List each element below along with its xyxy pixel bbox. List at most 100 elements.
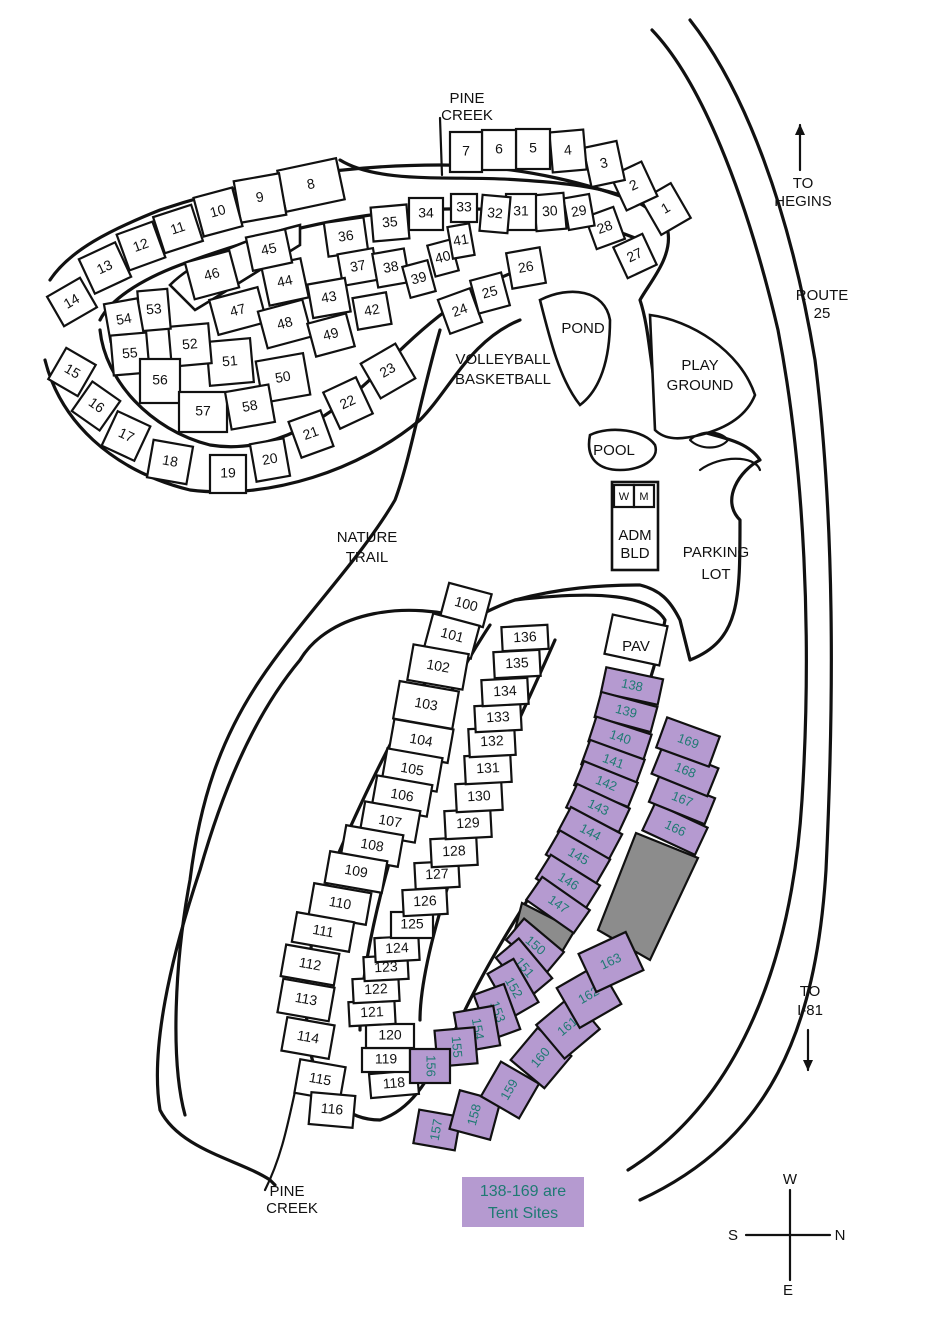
- campsite-147[interactable]: 147: [524, 875, 592, 935]
- campsite-169[interactable]: 169: [654, 715, 722, 769]
- campsite-129[interactable]: 129: [443, 807, 493, 841]
- campsite-24[interactable]: 24: [436, 286, 484, 336]
- campsite-15[interactable]: 15: [46, 346, 98, 398]
- campsite-8[interactable]: 8: [275, 156, 347, 214]
- campsite-number: 156: [424, 1055, 439, 1077]
- campsite-58[interactable]: 58: [223, 383, 277, 431]
- campsite-111[interactable]: 111: [290, 910, 356, 954]
- campsite-10[interactable]: 10: [192, 186, 244, 238]
- campsite-43[interactable]: 43: [306, 276, 352, 320]
- campsite-130[interactable]: 130: [454, 780, 504, 814]
- campsite-29[interactable]: 29: [562, 192, 596, 232]
- campsite-113[interactable]: 113: [276, 977, 336, 1023]
- campsite-12[interactable]: 12: [115, 220, 167, 272]
- campsite-134[interactable]: 134: [480, 676, 530, 708]
- campsite-number: 110: [328, 893, 353, 913]
- campsite-128[interactable]: 128: [429, 835, 479, 869]
- campsite-47[interactable]: 47: [207, 285, 269, 337]
- campsite-41[interactable]: 41: [446, 222, 476, 260]
- label-play-2: GROUND: [667, 377, 734, 394]
- campsite-136[interactable]: 136: [500, 623, 550, 653]
- campsite-36[interactable]: 36: [322, 216, 370, 258]
- campsite-163[interactable]: 163: [577, 930, 645, 994]
- campsite-number: 8: [305, 175, 316, 192]
- campsite-19[interactable]: 19: [208, 453, 248, 495]
- campsite-146[interactable]: 146: [534, 853, 602, 911]
- campsite-13[interactable]: 13: [77, 240, 133, 296]
- campsite-22[interactable]: 22: [321, 375, 375, 431]
- campsite-52[interactable]: 52: [167, 322, 213, 368]
- campsite-101[interactable]: 101: [423, 612, 481, 660]
- campsite-116[interactable]: 116: [307, 1090, 357, 1130]
- campsite-25[interactable]: 25: [468, 271, 512, 315]
- campsite-7[interactable]: 7: [448, 130, 484, 174]
- campsite-17[interactable]: 17: [100, 409, 152, 463]
- campsite-132[interactable]: 132: [467, 725, 517, 759]
- campsite-103[interactable]: 103: [391, 679, 461, 731]
- campsite-51[interactable]: 51: [204, 336, 256, 388]
- campsite-56[interactable]: 56: [138, 357, 182, 405]
- campsite-126[interactable]: 126: [401, 886, 449, 918]
- campsite-120[interactable]: 120: [364, 1022, 416, 1050]
- campsite-118[interactable]: 118: [367, 1068, 421, 1100]
- campsite-number: 125: [400, 916, 424, 932]
- campsite-57[interactable]: 57: [177, 390, 229, 434]
- pavilion: [603, 613, 669, 667]
- campsite-20[interactable]: 20: [248, 437, 292, 483]
- campsite-140[interactable]: 140: [587, 715, 653, 761]
- campsite-33[interactable]: 33: [449, 192, 479, 224]
- campsite-156[interactable]: 156: [408, 1047, 452, 1085]
- island-pond: [538, 290, 612, 407]
- campsite-number: 130: [467, 787, 491, 804]
- campsite-18[interactable]: 18: [145, 438, 195, 486]
- campsite-4[interactable]: 4: [548, 128, 588, 174]
- campsite-5[interactable]: 5: [514, 127, 552, 171]
- campsite-number: 6: [495, 141, 503, 157]
- campsite-46[interactable]: 46: [183, 249, 241, 301]
- campsite-28[interactable]: 28: [583, 205, 627, 251]
- campsite-102[interactable]: 102: [406, 643, 470, 691]
- campsite-135[interactable]: 135: [492, 648, 542, 680]
- campsite-34[interactable]: 34: [407, 196, 445, 232]
- campsite-114[interactable]: 114: [280, 1015, 336, 1061]
- campsite-109[interactable]: 109: [323, 849, 389, 895]
- campsite-26[interactable]: 26: [504, 246, 548, 290]
- campsite-6[interactable]: 6: [480, 128, 518, 172]
- campsite-45[interactable]: 45: [244, 227, 294, 273]
- campsite-131[interactable]: 131: [463, 752, 513, 786]
- campsite-124[interactable]: 124: [373, 934, 421, 964]
- campsite-30[interactable]: 30: [532, 191, 568, 233]
- campsite-39[interactable]: 39: [400, 258, 438, 300]
- campsite-21[interactable]: 21: [287, 408, 335, 460]
- campsite-11[interactable]: 11: [151, 203, 205, 255]
- campsite-plot: [280, 1015, 336, 1061]
- campsite-142[interactable]: 142: [572, 759, 640, 809]
- campsite-133[interactable]: 133: [473, 702, 523, 734]
- campsite-157[interactable]: 157: [412, 1108, 462, 1152]
- campsite-35[interactable]: 35: [369, 203, 411, 243]
- campsite-49[interactable]: 49: [305, 312, 357, 358]
- campsite-number: 21: [301, 423, 321, 443]
- campsite-plot: [407, 196, 445, 232]
- campsite-150[interactable]: 150: [504, 917, 566, 975]
- campsite-32[interactable]: 32: [478, 193, 512, 235]
- campsite-48[interactable]: 48: [256, 298, 314, 350]
- campsite-112[interactable]: 112: [279, 943, 341, 987]
- campsite-119[interactable]: 119: [360, 1046, 412, 1074]
- campsite-42[interactable]: 42: [351, 291, 393, 331]
- campsite-3[interactable]: 3: [581, 139, 627, 189]
- campsite-151[interactable]: 151: [494, 936, 554, 1000]
- campsite-number: 115: [308, 1069, 333, 1089]
- campsite-23[interactable]: 23: [359, 342, 417, 400]
- campsite-14[interactable]: 14: [45, 276, 99, 328]
- campsite-16[interactable]: 16: [70, 379, 122, 433]
- campsite-9[interactable]: 9: [232, 172, 288, 224]
- campsite-168[interactable]: 168: [650, 744, 720, 798]
- campsite-number: 129: [456, 814, 480, 831]
- campsite-159[interactable]: 159: [479, 1060, 541, 1120]
- campsite-27[interactable]: 27: [611, 232, 659, 280]
- campsite-54[interactable]: 54: [102, 297, 146, 343]
- campsite-number: 19: [220, 465, 236, 481]
- campsite-number: 14: [61, 290, 83, 312]
- route-25-east-edge: [638, 18, 833, 1202]
